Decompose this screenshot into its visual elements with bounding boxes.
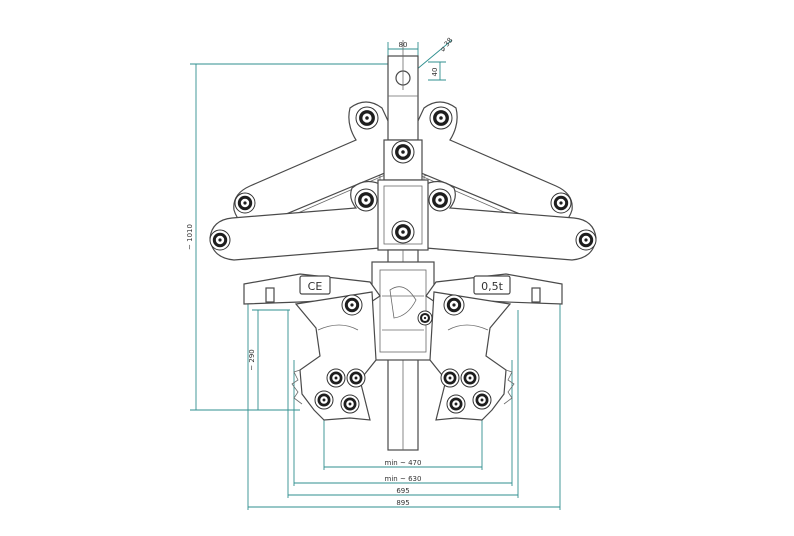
dim-jaw-height: ~ 290 [248, 349, 256, 370]
load-capacity-label: 0,5t [481, 280, 503, 293]
pivot-pin [326, 368, 346, 388]
dim-hole-diameter: ⌀ 38 [438, 36, 454, 53]
pivot-pin [440, 368, 460, 388]
pivot-pin [443, 294, 465, 316]
dim-overall-height: ~ 1010 [186, 224, 194, 250]
pivot-pin [391, 220, 415, 244]
pivot-pin [575, 229, 597, 251]
pivot-pin [417, 310, 433, 326]
pivot-pin [340, 394, 360, 414]
pivot-pin [354, 188, 378, 212]
pivot-pin [429, 106, 453, 130]
pivot-pin [346, 368, 366, 388]
pivot-pin [446, 394, 466, 414]
pivot-pin [550, 192, 572, 214]
jaw-right [429, 291, 515, 421]
dim-inner-width: 695 [396, 487, 409, 495]
ce-mark: CE [308, 280, 323, 293]
pivot-pin [460, 368, 480, 388]
dim-outer-width: 895 [396, 499, 409, 507]
load-plate: 0,5t [473, 275, 511, 295]
pivot-pin [234, 192, 256, 214]
pivot-pin [472, 390, 492, 410]
pivot-pin [209, 229, 231, 251]
dim-max-opening: min ~ 630 [385, 475, 422, 483]
pivot-pin [314, 390, 334, 410]
ce-mark-plate: CE [299, 275, 331, 295]
pivot-pins [209, 106, 597, 414]
pivot-pin [341, 294, 363, 316]
pivot-pin [355, 106, 379, 130]
dim-offset: 40 [431, 68, 439, 77]
dimension-lines [190, 39, 561, 510]
jaw-left [291, 291, 377, 421]
dim-min-opening: min ~ 470 [385, 459, 422, 467]
pivot-pin [428, 188, 452, 212]
center-spindle [371, 40, 435, 451]
pivot-pin [391, 140, 415, 164]
